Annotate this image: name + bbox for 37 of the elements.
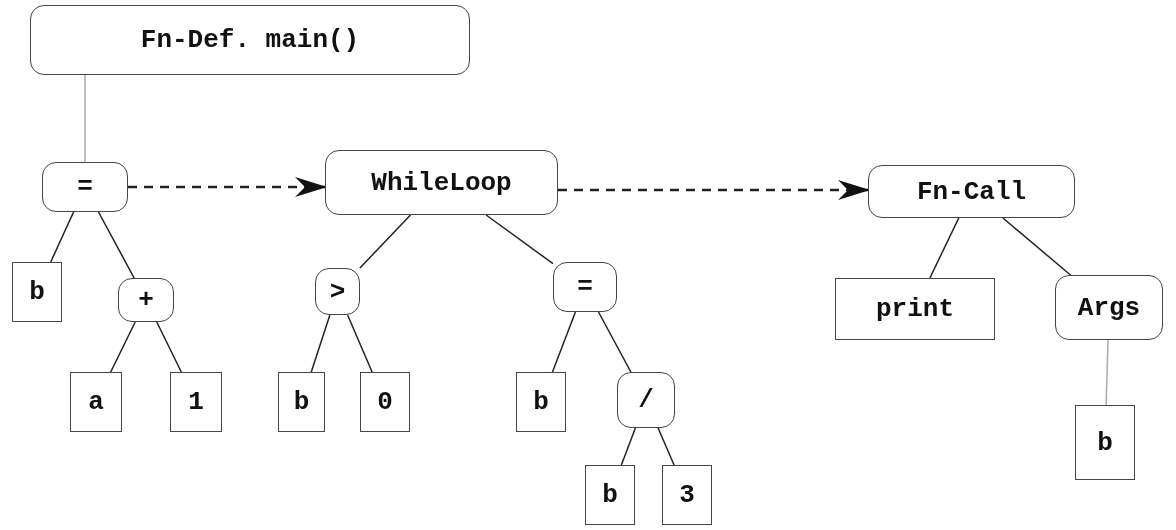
leaf-node: b <box>1075 405 1135 480</box>
tree-branch-line <box>310 314 331 373</box>
operator-node: > <box>315 268 360 315</box>
operator-node: Args <box>1055 275 1163 340</box>
operator-node: Fn-Def. main() <box>30 5 470 75</box>
operator-node: Fn-Call <box>868 165 1075 218</box>
tree-branch-line <box>1105 339 1109 406</box>
tree-branch-line <box>620 427 637 466</box>
tree-branch-line <box>84 74 86 163</box>
operator-node: + <box>118 278 174 322</box>
tree-branch-line <box>597 311 632 373</box>
leaf-node: b <box>12 262 62 322</box>
leaf-node: b <box>516 372 566 432</box>
tree-branch-line <box>657 427 675 466</box>
dashed-arrow <box>558 180 870 200</box>
tree-branch-line <box>156 321 183 373</box>
leaf-node: b <box>585 465 635 525</box>
operator-node: / <box>617 372 675 428</box>
tree-branch-line <box>929 217 960 279</box>
leaf-node: b <box>278 372 325 432</box>
tree-branch-line <box>485 214 554 265</box>
leaf-node: print <box>835 278 995 340</box>
leaf-node: 1 <box>170 372 222 432</box>
tree-branch-line <box>97 211 135 279</box>
operator-node: = <box>42 162 128 212</box>
tree-branch-line <box>346 314 373 373</box>
dashed-arrow <box>128 177 327 197</box>
tree-branch-line <box>1002 217 1072 276</box>
leaf-node: 0 <box>360 372 410 432</box>
tree-branch-line <box>49 211 75 263</box>
tree-branch-line <box>109 321 136 373</box>
operator-node: WhileLoop <box>325 150 558 215</box>
leaf-node: a <box>70 372 122 432</box>
leaf-node: 3 <box>662 465 712 525</box>
tree-branch-line <box>551 311 577 373</box>
tree-branch-line <box>359 214 412 269</box>
operator-node: = <box>553 262 617 312</box>
